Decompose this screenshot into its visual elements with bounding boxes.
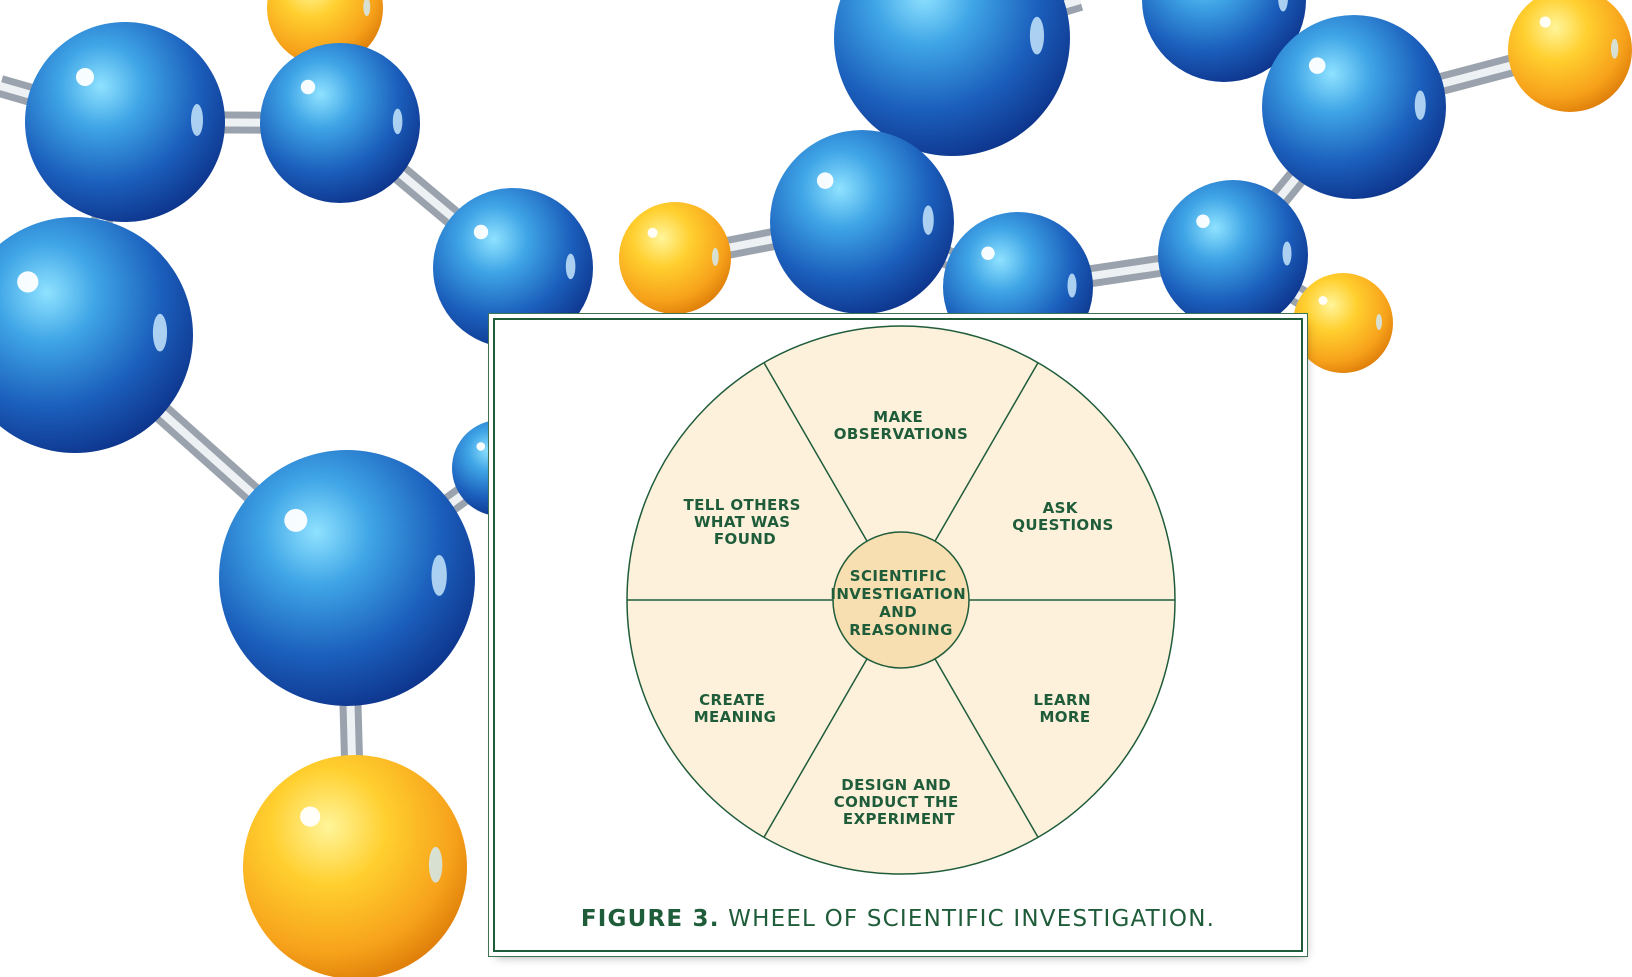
- wheel-center-circle: [832, 531, 970, 669]
- atom-sparkle: [284, 508, 308, 532]
- segment-label-ask-questions: ASK QUESTIONS: [1012, 499, 1114, 534]
- wheel-spoke: [763, 658, 868, 838]
- atom-reflection: [565, 253, 576, 280]
- segment-line: OBSERVATIONS: [834, 425, 969, 443]
- orange-atom: [619, 202, 731, 314]
- atom-reflection: [1067, 273, 1077, 298]
- wheel-spokes: [627, 362, 1175, 838]
- center-line: REASONING: [849, 621, 953, 639]
- segment-line: DESIGN AND: [841, 776, 951, 794]
- atom-reflection: [392, 108, 403, 135]
- atom-reflection: [1376, 314, 1382, 330]
- orange-atom: [1508, 0, 1632, 112]
- atom-reflection: [711, 247, 719, 266]
- segment-line: LEARN: [1033, 691, 1091, 709]
- figure-panel: SCIENTIFIC INVESTIGATION AND REASONING M…: [493, 318, 1303, 952]
- caption-label: FIGURE 3.: [580, 906, 720, 932]
- atom-reflection: [152, 313, 168, 352]
- segment-label-design-experiment: DESIGN AND CONDUCT THE EXPERIMENT: [834, 776, 964, 828]
- blue-atom: [433, 188, 593, 348]
- segment-line: MEANING: [694, 708, 777, 726]
- blue-atom: [1262, 15, 1446, 199]
- segment-label-make-observations: MAKE OBSERVATIONS: [834, 408, 969, 443]
- blue-atom: [25, 22, 225, 222]
- orange-atom: [1293, 273, 1393, 373]
- blue-atom: [770, 130, 954, 314]
- atom-sparkle: [1308, 57, 1326, 74]
- atom-reflection: [428, 846, 443, 883]
- atom-sparkle: [476, 442, 486, 451]
- segment-label-create-meaning: CREATE MEANING: [694, 691, 777, 726]
- wheel-spoke: [934, 658, 1039, 838]
- figure-caption: FIGURE 3. WHEEL OF SCIENTIFIC INVESTIGAT…: [495, 906, 1301, 932]
- segment-line: CONDUCT THE: [834, 793, 959, 811]
- atom-reflection: [431, 554, 447, 596]
- atom-sparkle: [816, 172, 834, 189]
- atom-reflection: [1610, 38, 1619, 59]
- atom-reflection: [1029, 16, 1045, 55]
- segment-line: TELL OTHERS: [684, 496, 801, 514]
- wheel-spoke: [763, 362, 868, 542]
- segment-line: EXPERIMENT: [843, 810, 956, 828]
- atom-sparkle: [473, 224, 489, 240]
- blue-atom: [260, 43, 420, 203]
- blue-atom: [1142, 0, 1306, 82]
- atom-reflection: [922, 205, 934, 235]
- atom-sparkle: [76, 68, 94, 86]
- atom-reflection: [191, 104, 203, 136]
- segment-label-learn-more: LEARN MORE: [1033, 691, 1096, 726]
- orange-atom: [243, 755, 467, 977]
- atom-sparkle: [300, 79, 316, 95]
- atom-sparkle: [647, 227, 658, 238]
- segment-line: WHAT WAS: [694, 513, 790, 531]
- blue-atom: [219, 450, 475, 706]
- segment-line: CREATE: [699, 691, 765, 709]
- wheel-spoke: [934, 362, 1039, 542]
- wheel-diagram: SCIENTIFIC INVESTIGATION AND REASONING M…: [626, 325, 1176, 875]
- atom-reflection: [1278, 0, 1288, 12]
- segment-line: MORE: [1039, 708, 1090, 726]
- center-line: SCIENTIFIC: [850, 567, 947, 585]
- blue-atom: [0, 217, 193, 453]
- center-line: INVESTIGATION: [830, 585, 966, 603]
- atom-reflection: [1282, 241, 1292, 266]
- atom-sparkle: [300, 806, 321, 827]
- atom-sparkle: [1318, 296, 1328, 305]
- atom-sparkle: [1539, 16, 1551, 28]
- center-line: AND: [879, 603, 917, 621]
- segment-line: QUESTIONS: [1012, 516, 1114, 534]
- atom-sparkle: [1196, 214, 1210, 228]
- atom-sparkle: [17, 271, 39, 293]
- caption-text: WHEEL OF SCIENTIFIC INVESTIGATION.: [719, 906, 1216, 932]
- segment-label-tell-others: TELL OTHERS WHAT WAS FOUND: [684, 496, 807, 548]
- segment-line: ASK: [1043, 499, 1079, 517]
- segment-line: FOUND: [714, 530, 776, 548]
- blue-atom: [834, 0, 1070, 156]
- atom-reflection: [1414, 90, 1426, 120]
- atom-reflection: [363, 0, 371, 17]
- atom-sparkle: [981, 246, 995, 260]
- blue-atom: [1158, 180, 1308, 330]
- wheel-center-label: SCIENTIFIC INVESTIGATION AND REASONING: [830, 567, 971, 639]
- segment-line: MAKE: [873, 408, 923, 426]
